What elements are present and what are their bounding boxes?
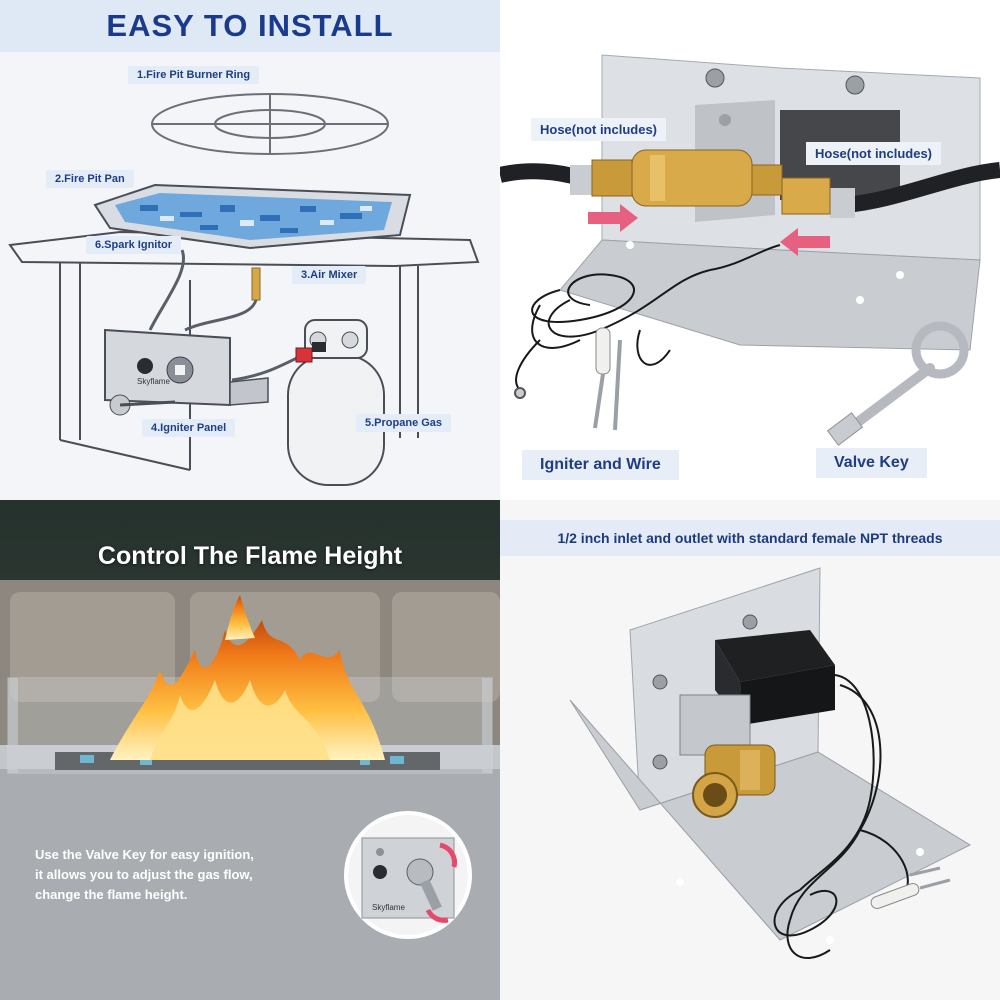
description-line-2: it allows you to adjust the gas flow,	[35, 867, 253, 882]
igniter-panel-drawing	[104, 328, 269, 416]
flame-height-description: Use the Valve Key for easy ignition, it …	[35, 845, 335, 905]
flow-arrows	[588, 204, 830, 256]
hose-left-label: Hose(not includes)	[531, 118, 667, 141]
spark-ignitor-label: 6.Spark Ignitor	[86, 236, 182, 254]
install-diagram: Skyflame	[8, 93, 480, 486]
air-mixer-label: 3.Air Mixer	[292, 266, 367, 284]
inlet-title: 1/2 inch inlet and outlet with standard …	[557, 530, 943, 546]
parts-photo	[500, 54, 1000, 446]
install-header: EASY TO INSTALL	[0, 0, 500, 52]
hose-right-label: Hose(not includes)	[806, 142, 942, 165]
install-diagram-panel: EASY TO INSTALL	[0, 0, 500, 500]
pan-label: 2.Fire Pit Pan	[46, 170, 134, 188]
description-line-3: change the flame height.	[35, 887, 188, 902]
flames-image	[110, 595, 385, 760]
valve-key-image	[826, 321, 969, 446]
igniter-panel-label: 4.Igniter Panel	[142, 419, 236, 437]
flame-height-title: Control The Flame Height	[97, 542, 403, 570]
flame-height-panel: Skyflame Control The Flame Height Use th…	[0, 500, 500, 1000]
install-title: EASY TO INSTALL	[106, 8, 394, 43]
igniter-wire-image	[773, 674, 909, 960]
electrode-image	[870, 866, 951, 909]
inset-brand-text: Skyflame	[372, 903, 405, 912]
air-mixer-drawing	[251, 267, 261, 301]
valve-key-label: Valve Key	[816, 448, 927, 478]
parts-photo-panel: Hose(not includes) Hose(not includes) Ig…	[500, 0, 1000, 500]
electrode-image	[593, 327, 622, 431]
valve-assembly-photo	[569, 567, 972, 960]
table-outline-drawing	[8, 230, 480, 471]
igniter-wire-label: Igniter and Wire	[522, 450, 679, 480]
fire-pit-photo: Skyflame	[0, 500, 500, 1000]
inlet-banner: 1/2 inch inlet and outlet with standard …	[500, 520, 1000, 556]
propane-tank-drawing	[287, 319, 385, 486]
propane-gas-label: 5.Propane Gas	[356, 414, 452, 432]
panel-brand-text: Skyflame	[137, 377, 170, 386]
valve-key-inset	[344, 811, 472, 939]
brass-fitting-image	[692, 744, 776, 818]
pan-drawing	[93, 183, 412, 250]
inlet-outlet-panel: 1/2 inch inlet and outlet with standard …	[500, 500, 1000, 1000]
description-line-1: Use the Valve Key for easy ignition,	[35, 847, 254, 862]
brass-valve-image	[591, 149, 831, 215]
control-box-image	[679, 630, 835, 756]
burner-ring-drawing	[151, 93, 389, 155]
burner-ring-label: 1.Fire Pit Burner Ring	[128, 66, 260, 84]
hose-image	[500, 162, 1000, 218]
